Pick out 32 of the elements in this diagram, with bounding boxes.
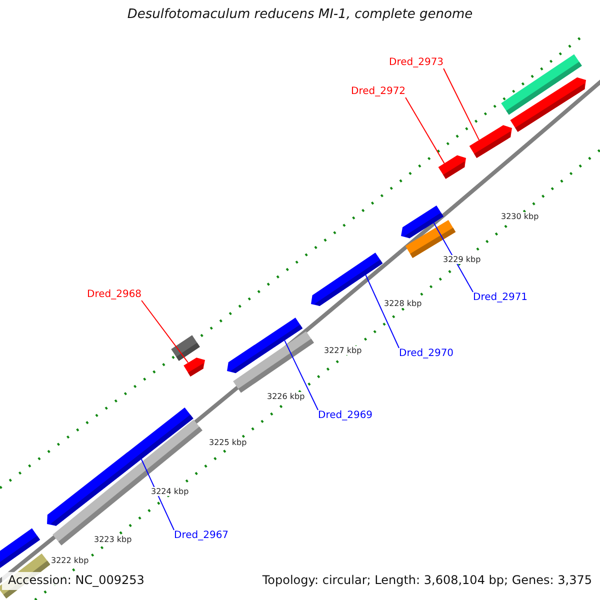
leader-line (433, 222, 474, 292)
gene-label: Dred_2969 (318, 410, 373, 422)
tick-label: 3228 kbp (383, 299, 423, 308)
leader-line (443, 68, 480, 141)
tick-label: 3222 kbp (50, 556, 90, 566)
gene-feature-bar (233, 331, 314, 393)
gene-label: Dred_2967 (174, 530, 229, 542)
gene-label: Dred_2971 (473, 292, 528, 304)
tick-label: 3225 kbp (208, 438, 248, 448)
tick-label: 3229 kbp (442, 255, 482, 264)
tick-label: 3230 kbp (500, 212, 540, 222)
leader-line (141, 300, 189, 364)
leader-line (140, 458, 174, 530)
gene-label: Dred_2970 (399, 348, 454, 360)
leader-line (405, 97, 445, 164)
gene-feature-bar (184, 358, 205, 377)
gene-label: Dred_2972 (351, 86, 406, 98)
gene-feature-bar (311, 252, 383, 306)
tick-label: 3223 kbp (93, 535, 133, 544)
leader-line (365, 274, 400, 348)
tick-label: 3227 kbp (323, 346, 363, 356)
diagram-title: Desulfotomaculum reducens MI-1, complete genome (126, 8, 474, 23)
tick-label: 3224 kbp (150, 487, 190, 496)
gene-feature-bar (438, 155, 466, 179)
gene-feature-bar (510, 77, 586, 132)
tick-label: 3226 kbp (266, 392, 306, 402)
leader-line (284, 340, 318, 410)
gene-label: Dred_2968 (87, 289, 142, 300)
gene-feature-bar (405, 220, 456, 258)
gene-feature-bar (469, 125, 512, 158)
gene-feature-bar (171, 335, 200, 361)
gene-label: Dred_2973 (389, 57, 444, 68)
